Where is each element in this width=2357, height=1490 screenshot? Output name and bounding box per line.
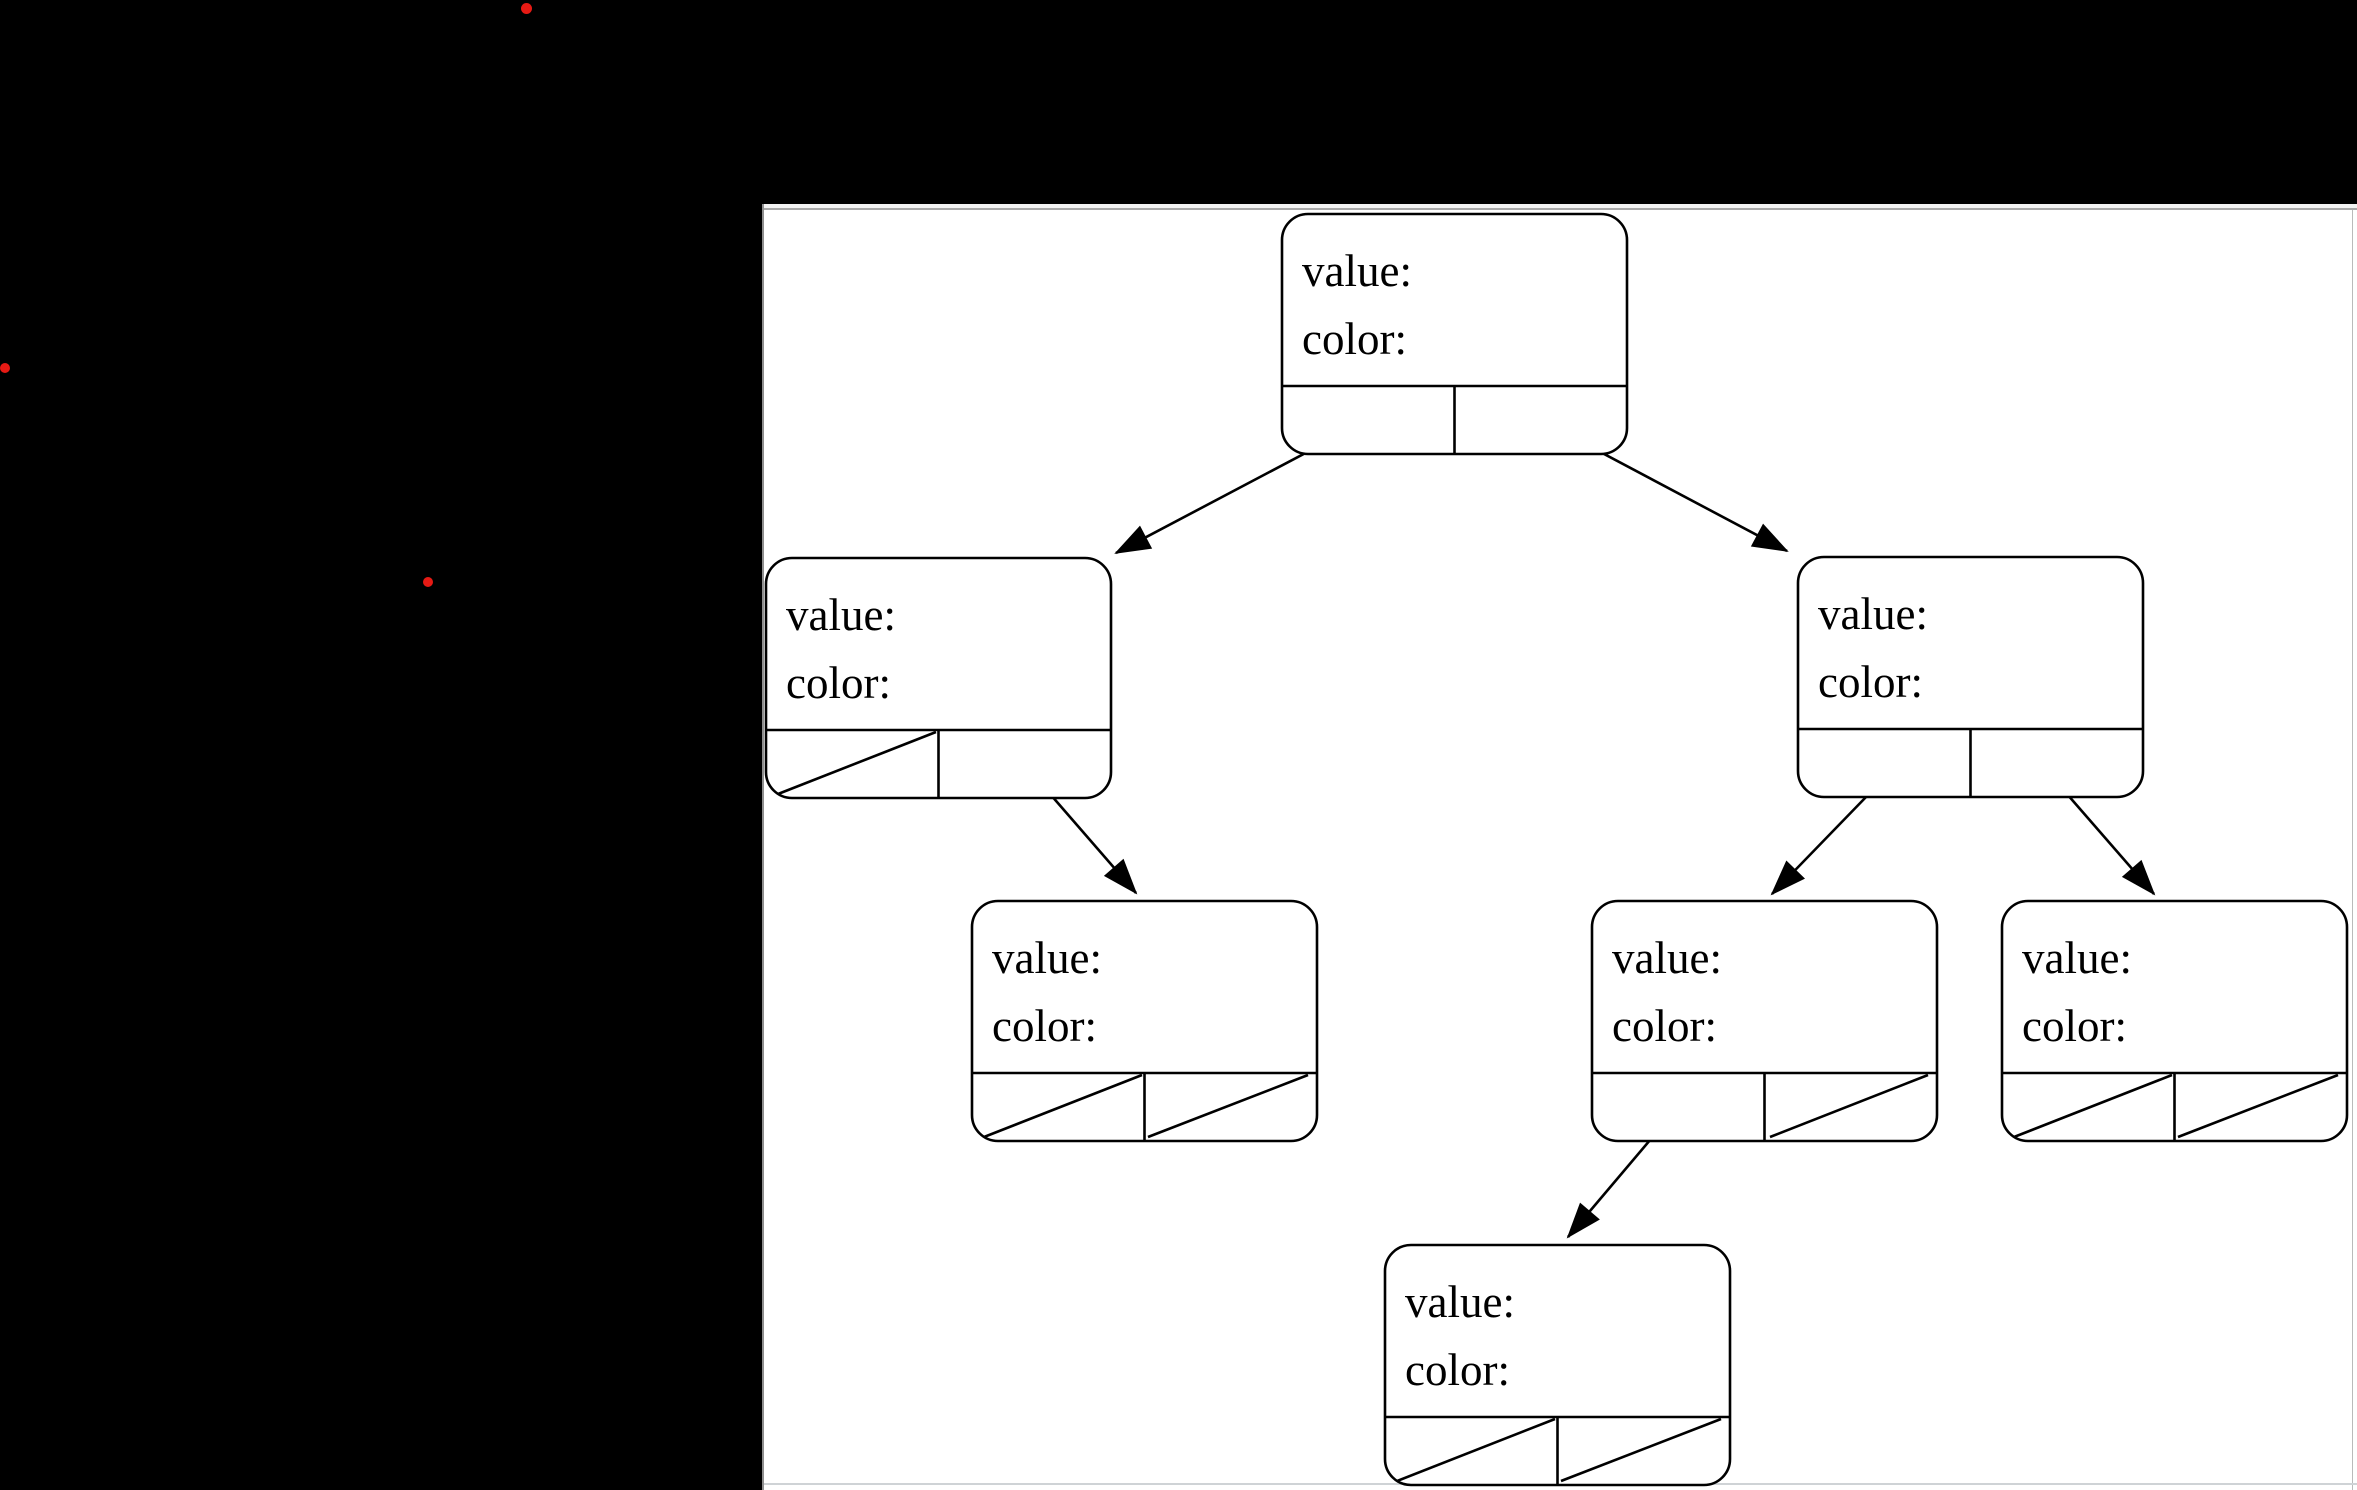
tree-node-left-right-grandchild: value: color: xyxy=(970,899,1319,1143)
window-header-strip xyxy=(764,204,2357,210)
value-label: value: xyxy=(992,933,1102,983)
color-label: color: xyxy=(1612,1001,1717,1051)
value-label: value: xyxy=(786,590,896,640)
red-dot-2 xyxy=(0,363,10,373)
value-label: value: xyxy=(1612,933,1722,983)
null-pointer-slash-right xyxy=(1560,1417,1722,1483)
null-pointer-slash-right xyxy=(1147,1073,1309,1139)
red-dot-3 xyxy=(423,577,433,587)
value-label: value: xyxy=(1302,246,1412,296)
color-label: color: xyxy=(992,1001,1097,1051)
red-dot-1 xyxy=(521,3,532,14)
null-pointer-slash-left xyxy=(2013,1073,2173,1139)
value-label: value: xyxy=(1818,589,1928,639)
tree-node-right-right-grandchild: value: color: xyxy=(2000,899,2349,1143)
null-pointer-slash-left xyxy=(777,730,937,796)
tree-node-left-child: value: color: xyxy=(764,556,1113,800)
tree-node-right-child: value: color: xyxy=(1796,555,2145,799)
color-label: color: xyxy=(1818,657,1923,707)
tree-node-right-left-grandchild: value: color: xyxy=(1590,899,1939,1143)
value-label: value: xyxy=(2022,933,2132,983)
window-right-border xyxy=(2352,210,2353,1490)
null-pointer-slash-left xyxy=(983,1073,1143,1139)
tree-node-root: value: color: xyxy=(1280,212,1629,456)
color-label: color: xyxy=(786,658,891,708)
value-label: value: xyxy=(1405,1277,1515,1327)
null-pointer-slash-left xyxy=(1396,1417,1556,1483)
null-pointer-slash-right xyxy=(2177,1073,2339,1139)
null-pointer-slash-right xyxy=(1769,1073,1929,1139)
color-label: color: xyxy=(1405,1345,1510,1395)
tree-node-great-grandchild: value: color: xyxy=(1383,1243,1732,1487)
color-label: color: xyxy=(1302,314,1407,364)
color-label: color: xyxy=(2022,1001,2127,1051)
